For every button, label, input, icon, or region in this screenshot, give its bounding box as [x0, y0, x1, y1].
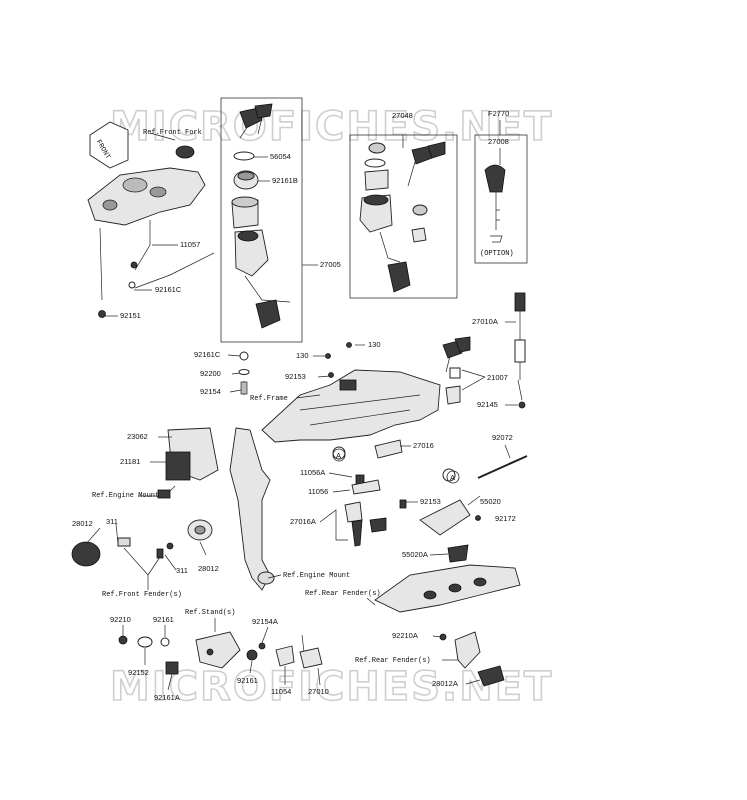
callout-labels: Ref.Front Fork 11057 92161C 92151 56054 …	[72, 109, 516, 702]
helmet-lock-part	[442, 336, 471, 405]
label-28012-b: 28012	[198, 564, 219, 573]
label-27005: 27005	[320, 260, 341, 269]
key-set-box	[349, 134, 458, 299]
label-92153-a: 92153	[285, 372, 306, 381]
label-ref-rear-fenders-a: Ref.Rear Fender(s)	[305, 590, 381, 598]
label-ref-engine-mount-a: Ref.Engine Mount	[92, 492, 159, 500]
label-55020a: 55020A	[402, 550, 428, 559]
label-311-b: 311	[176, 566, 188, 575]
label-21007: 21007	[487, 373, 508, 382]
watermark-top: MICROFICHES.NET	[110, 104, 553, 150]
label-92152: 92152	[128, 668, 149, 677]
label-ref-engine-mount-b: Ref.Engine Mount	[283, 572, 350, 580]
label-11054: 11054	[271, 687, 291, 696]
label-ref-front-fork: Ref.Front Fork	[143, 129, 202, 137]
front-fender-parts	[71, 519, 213, 590]
callout-a-1: A	[336, 451, 341, 460]
option-key-part: (OPTION)	[480, 164, 514, 258]
bracket-part	[157, 427, 219, 499]
label-92145: 92145	[477, 400, 498, 409]
stand-bracket-part	[229, 427, 275, 591]
label-11056: 11056	[308, 487, 328, 496]
label-92161c-a: 92161C	[155, 285, 182, 294]
ignition-keys-part	[233, 103, 273, 190]
option-key-box	[474, 134, 528, 264]
label-56054: 56054	[270, 152, 291, 161]
label-28012a: 28012A	[432, 679, 458, 688]
label-92154a: 92154A	[252, 617, 278, 626]
label-11057: 11057	[180, 240, 200, 249]
label-92072: 92072	[492, 433, 513, 442]
label-92154: 92154	[200, 387, 221, 396]
label-92210a: 92210A	[392, 631, 418, 640]
label-ref-stands: Ref.Stand(s)	[185, 609, 235, 617]
label-92153-b: 92153	[420, 497, 441, 506]
callout-a-circle-2	[446, 470, 460, 484]
label-f2770: F2770	[488, 109, 509, 118]
label-130-b: 130	[368, 340, 381, 349]
ignition-switch-part	[231, 196, 291, 395]
label-ref-rear-fenders-b: Ref.Rear Fender(s)	[355, 657, 431, 665]
rear-reflector-part	[439, 631, 505, 687]
leader-lines	[85, 120, 518, 691]
ignition-switch-box	[220, 97, 303, 343]
label-27016: 27016	[413, 441, 434, 450]
cable-part	[514, 292, 526, 409]
front-arrow-icon: FRONT	[89, 121, 129, 169]
seat-lock-bracket-part	[399, 468, 481, 563]
label-55020: 55020	[480, 497, 501, 506]
stand-parts	[118, 631, 323, 675]
label-27010: 27010	[308, 687, 329, 696]
label-27048: 27048	[392, 111, 413, 120]
label-28012-a: 28012	[72, 519, 93, 528]
label-92161c-b: 92161C	[194, 350, 221, 359]
rear-fender-part	[374, 564, 521, 613]
label-92161-b: 92161	[237, 676, 258, 685]
label-92210: 92210	[110, 615, 131, 624]
label-130-a: 130	[296, 351, 309, 360]
label-ref-frame: Ref.Frame	[250, 395, 288, 403]
key-set-part	[359, 141, 446, 293]
label-92161a: 92161A	[154, 693, 180, 702]
svg-text:(OPTION): (OPTION)	[480, 250, 514, 258]
tie-strap-part	[477, 455, 528, 479]
label-311-a: 311	[106, 517, 118, 526]
triple-clamp-part	[87, 145, 206, 318]
label-21181: 21181	[120, 457, 140, 466]
frame-part	[261, 342, 441, 443]
label-92161b: 92161B	[272, 176, 298, 185]
label-27010a: 27010A	[472, 317, 498, 326]
callout-a-2: A	[450, 473, 455, 482]
watermark-bottom: MICROFICHES.NET	[110, 664, 553, 710]
label-27008: 27008	[488, 137, 509, 146]
label-27016a: 27016A	[290, 517, 316, 526]
label-ref-front-fenders: Ref.Front Fender(s)	[102, 591, 182, 599]
label-23062: 23062	[127, 432, 148, 441]
label-92172: 92172	[495, 514, 516, 523]
label-11056a: 11056A	[300, 468, 325, 477]
label-92161-a: 92161	[153, 615, 174, 624]
callout-a-circle-1	[332, 448, 346, 462]
center-lock-parts	[332, 439, 403, 547]
label-92151: 92151	[120, 311, 141, 320]
label-92200: 92200	[200, 369, 221, 378]
